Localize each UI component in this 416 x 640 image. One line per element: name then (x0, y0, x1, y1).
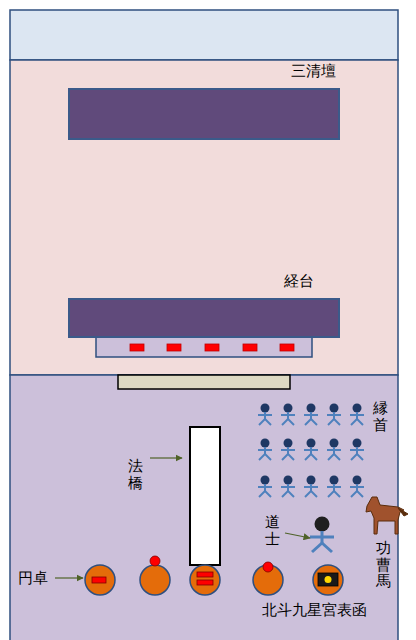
platform-label: 三清壇 (68, 62, 340, 81)
priest-label: 道士 (265, 514, 280, 547)
table-label: 円卓 (18, 569, 48, 587)
priest-figure (310, 517, 334, 553)
hall-area (10, 375, 398, 640)
platform-bar (68, 88, 340, 140)
box-label: 北斗九星宮表函 (262, 601, 367, 619)
horse-label: 功曹馬 (376, 540, 391, 590)
altar-platform: 三清壇 (68, 62, 340, 140)
leader-arrow (285, 533, 310, 538)
sutra-shelf (96, 337, 312, 357)
leader-arrow (150, 457, 182, 458)
top-band (10, 10, 398, 60)
front-table (118, 375, 290, 389)
table-items (92, 556, 338, 586)
sutra-platform: 経台 (68, 272, 340, 338)
bridge-label: 法橋 (128, 458, 143, 491)
altar-area (10, 60, 398, 375)
platform-label: 経台 (68, 272, 340, 291)
leader-arrow (55, 577, 83, 578)
horse-figure (366, 497, 408, 534)
attendee-figures (258, 404, 364, 498)
ritual-bridge (190, 427, 220, 565)
round-tables (85, 565, 343, 595)
attendees-label: 縁首 (373, 400, 388, 433)
offerings (130, 344, 294, 351)
platform-bar (68, 298, 340, 338)
